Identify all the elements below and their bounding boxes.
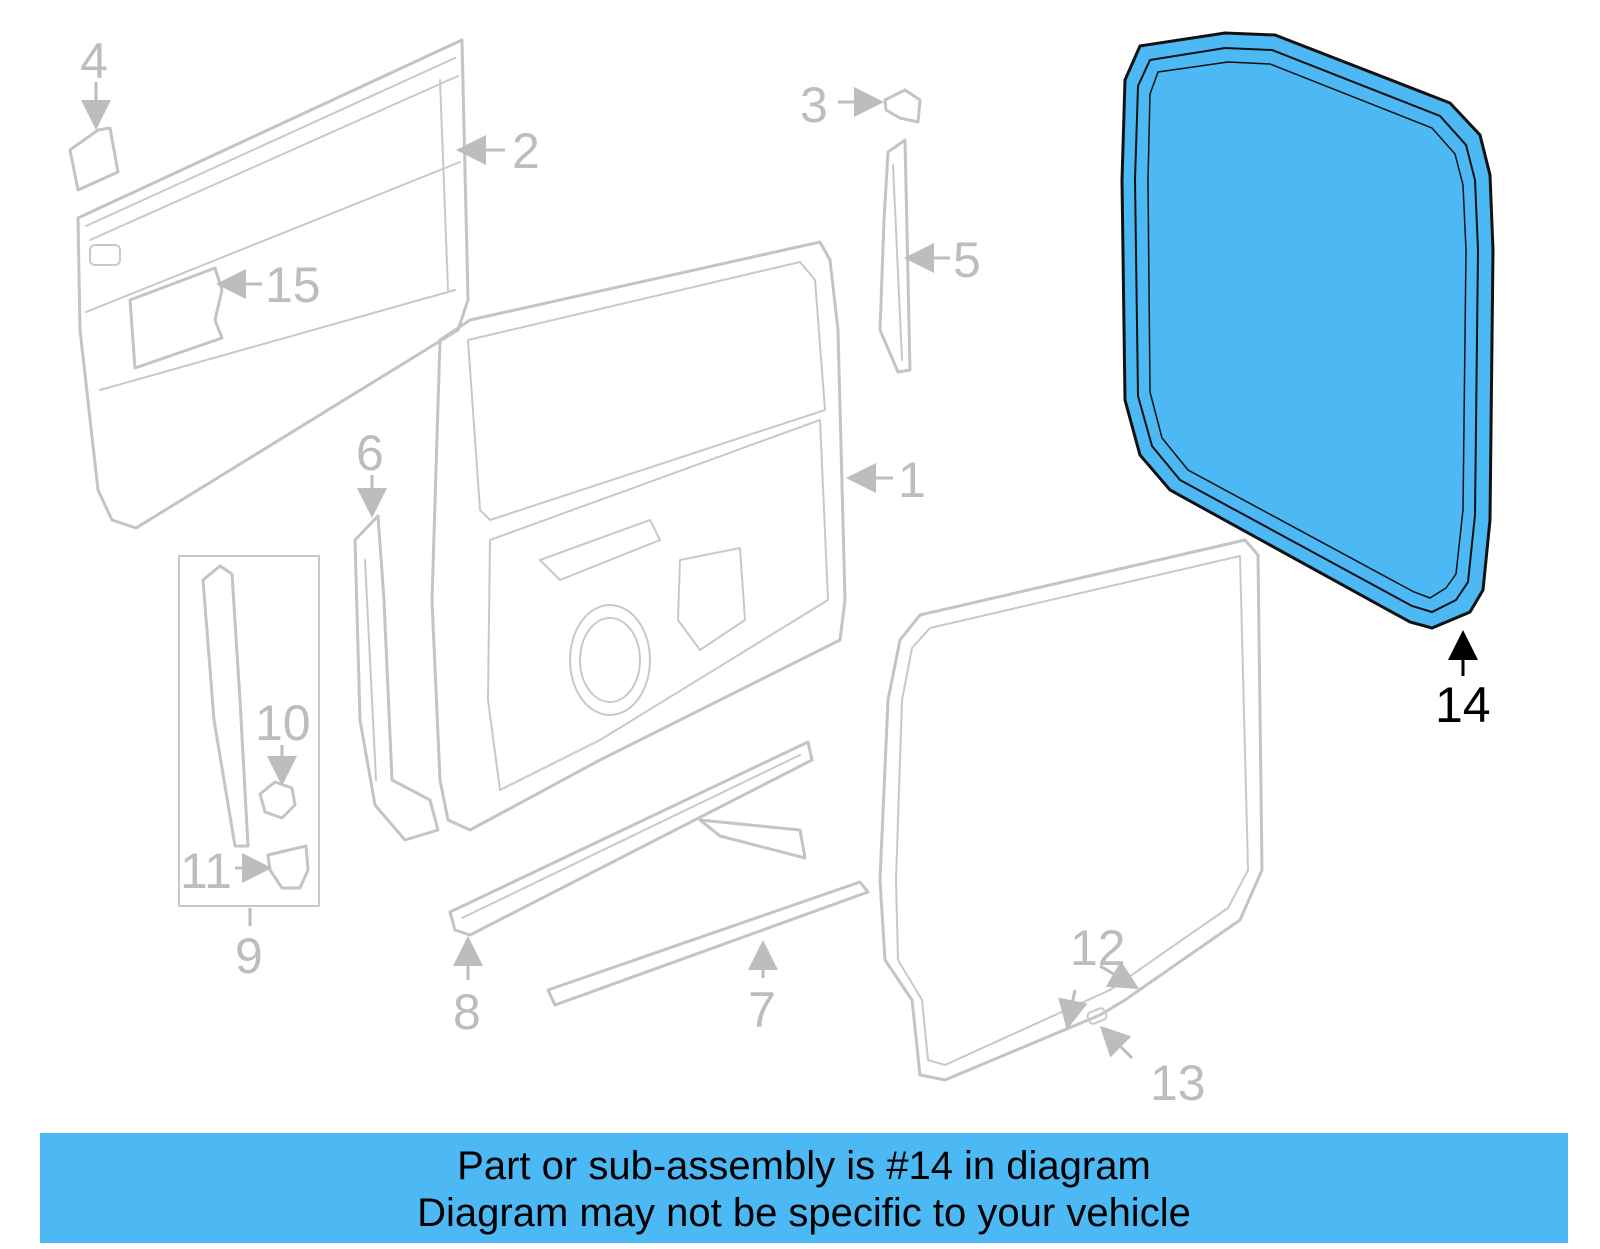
part-5-channel [878, 138, 912, 374]
info-banner: Part or sub-assembly is #14 in diagram D… [40, 1133, 1568, 1243]
part-4-bracket [68, 126, 120, 192]
callout-15: 15 [265, 257, 321, 313]
callout-4: 4 [80, 33, 108, 89]
callout-7: 7 [748, 982, 776, 1038]
part-2-door-outer-panel [76, 38, 470, 530]
callout-5: 5 [953, 232, 981, 288]
part-7-lower-strip [546, 880, 870, 1007]
part-14-highlighted-seal [1120, 31, 1495, 630]
part-1-door-inner-frame [430, 240, 847, 832]
callout-13: 13 [1150, 1055, 1206, 1111]
part-8-sill-strip [448, 740, 814, 937]
callout-10: 10 [255, 695, 311, 751]
callout-1: 1 [898, 452, 926, 508]
callout-8: 8 [453, 984, 481, 1040]
callout-12-leader-a [1099, 960, 1140, 990]
banner-disclaimer-line: Diagram may not be specific to your vehi… [417, 1191, 1191, 1235]
callout-9: 9 [235, 928, 263, 984]
banner-part-line: Part or sub-assembly is #14 in diagram [457, 1144, 1151, 1188]
part-12-weatherstrip [878, 538, 1264, 1082]
part-15-pad [128, 266, 224, 370]
callout-6: 6 [356, 425, 384, 481]
part-6-seal-strip [353, 514, 440, 842]
callout-11: 11 [180, 843, 232, 899]
callout-2: 2 [512, 123, 540, 179]
part-3-clip [883, 88, 922, 124]
callout-12-leader-b [1058, 989, 1088, 1030]
callout-12: 12 [1070, 920, 1126, 976]
callout-13-leader [1099, 1025, 1134, 1060]
callout-3: 3 [800, 77, 828, 133]
callout-14: 14 [1435, 677, 1491, 733]
